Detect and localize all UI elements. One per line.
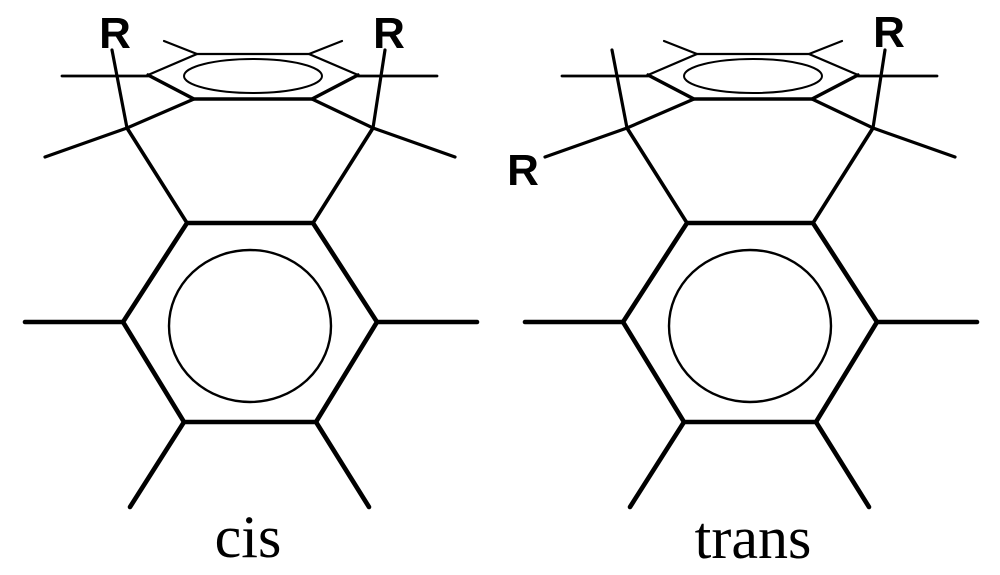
cis-structure: R R cis [25, 9, 477, 570]
trans-skeleton [525, 41, 977, 507]
cis-skeleton [25, 41, 477, 507]
trans-caption: trans [695, 505, 812, 571]
cis-r-label-top-right: R [373, 9, 405, 58]
cis-r-label-top-left: R [99, 9, 131, 58]
trans-structure: R R trans [507, 8, 977, 571]
cis-caption: cis [215, 504, 282, 570]
trans-r-label-top-right: R [873, 8, 905, 57]
trans-r-label-mid-left: R [507, 146, 539, 195]
